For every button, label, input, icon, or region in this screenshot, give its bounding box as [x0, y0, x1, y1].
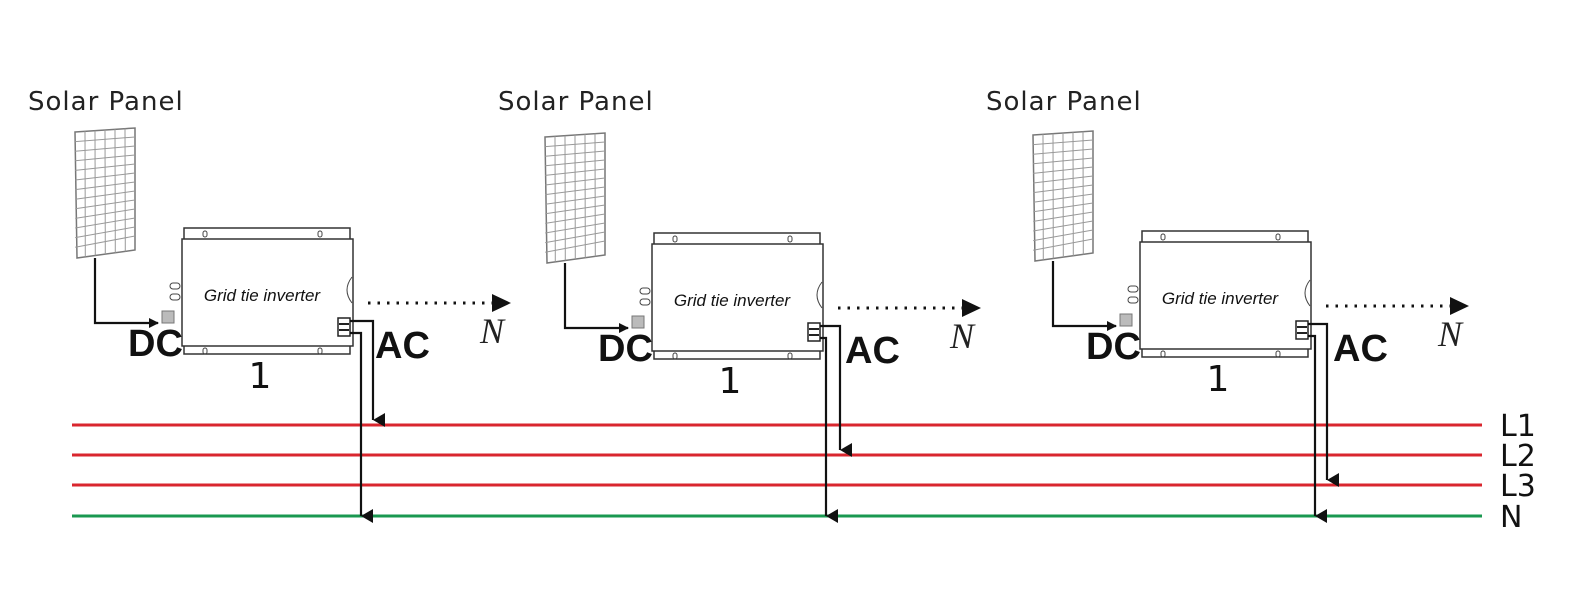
inverter-box — [161, 227, 354, 355]
dc-connector — [639, 287, 651, 295]
ac-terminal — [807, 322, 821, 342]
dc-wire — [563, 263, 629, 333]
inverter-box — [1119, 230, 1312, 358]
mounting-slot — [317, 347, 323, 355]
solar-panel-icon — [544, 132, 606, 264]
inverter-label: Grid tie inverter — [1162, 289, 1280, 308]
arrow-right-icon — [492, 294, 511, 312]
gland-icon — [1119, 313, 1133, 327]
inverter-number: 1 — [719, 361, 742, 402]
mounting-slot — [672, 235, 678, 243]
mounting-slot — [202, 347, 208, 355]
indicator-icon — [346, 276, 353, 304]
inverter-box — [631, 232, 824, 360]
solar-panel-label: Solar Panel — [28, 87, 184, 117]
ac-terminal — [1295, 320, 1309, 340]
mounting-slot — [1275, 233, 1281, 241]
dc-connector — [1127, 285, 1139, 293]
neutral-arrow-label: N — [479, 311, 506, 351]
inverter-label: Grid tie inverter — [674, 291, 792, 310]
mounting-slot — [317, 230, 323, 238]
gland-icon — [631, 315, 645, 329]
dc-wire — [93, 258, 159, 328]
ac-label: AC — [845, 330, 900, 372]
mounting-slot — [1275, 350, 1281, 358]
solar-panel-icon — [74, 127, 136, 259]
mounting-slot — [1160, 350, 1166, 358]
ac-terminal — [337, 317, 351, 337]
neutral-wire — [350, 331, 373, 523]
indicator-icon — [816, 281, 823, 309]
neutral-arrow-label: N — [949, 316, 976, 356]
dc-wire — [1051, 261, 1117, 331]
solar-panel-label: Solar Panel — [986, 87, 1142, 117]
dc-connector — [169, 293, 181, 301]
inverter-number: 1 — [249, 356, 272, 397]
bus-label: L1 — [1500, 409, 1536, 444]
phase-wire — [1308, 322, 1339, 487]
neutral-wire — [1308, 334, 1327, 523]
neutral-arrow-label: N — [1437, 314, 1464, 354]
dc-label: DC — [598, 328, 653, 370]
dc-connector — [639, 298, 651, 306]
mounting-slot — [787, 235, 793, 243]
inverter-number: 1 — [1207, 359, 1230, 400]
arrow-right-icon — [1450, 297, 1469, 315]
inverter-label: Grid tie inverter — [204, 286, 322, 305]
phase-wire — [820, 324, 852, 457]
bus-label: L2 — [1500, 439, 1536, 474]
bus-label: N — [1500, 500, 1522, 535]
dc-label: DC — [128, 323, 183, 365]
neutral-wire — [820, 336, 838, 523]
dc-label: DC — [1086, 326, 1141, 368]
phase-wire — [350, 319, 385, 427]
indicator-icon — [1304, 279, 1311, 307]
arrow-right-icon — [962, 299, 981, 317]
solar-panel-icon — [1032, 130, 1094, 262]
dc-connector — [169, 282, 181, 290]
mounting-slot — [1160, 233, 1166, 241]
solar-panel-label: Solar Panel — [498, 87, 654, 117]
mounting-slot — [672, 352, 678, 360]
mounting-slot — [202, 230, 208, 238]
ac-label: AC — [1333, 328, 1388, 370]
dc-connector — [1127, 296, 1139, 304]
bus-label: L3 — [1500, 469, 1536, 504]
mounting-slot — [787, 352, 793, 360]
ac-label: AC — [375, 325, 430, 367]
gland-icon — [161, 310, 175, 324]
